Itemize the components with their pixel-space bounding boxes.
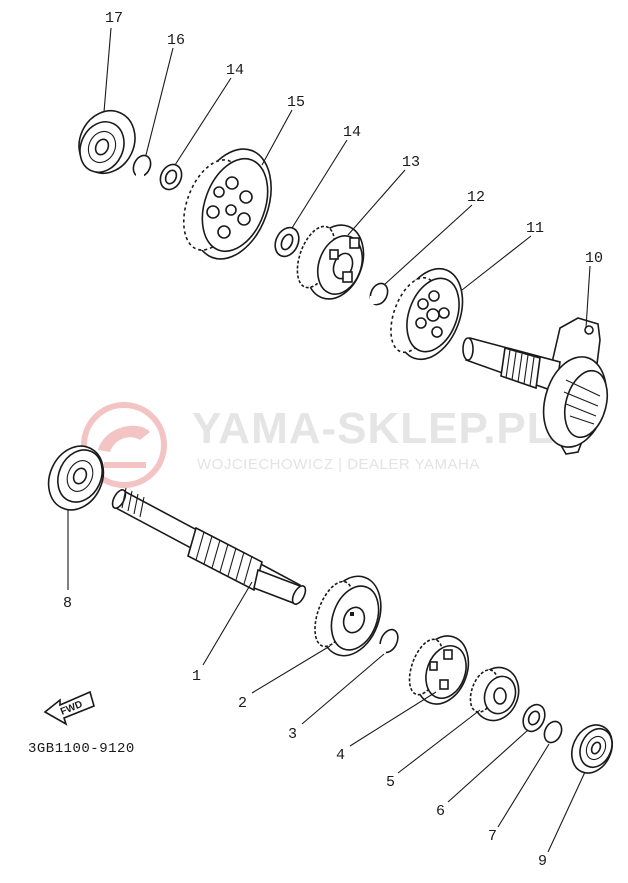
part-15-gear: [182, 148, 272, 260]
callout-8: 8: [63, 595, 72, 612]
leader-lines: [67, 27, 591, 853]
callout-10: 10: [585, 250, 603, 267]
part-11-gear: [390, 267, 464, 361]
callout-1: 1: [192, 668, 201, 685]
watermark-title: YAMA-SKLEP.PL: [192, 404, 555, 453]
callout-11: 11: [526, 220, 544, 237]
callout-12: 12: [467, 189, 485, 206]
part-12-circlip: [369, 282, 389, 306]
watermark: YAMA-SKLEP.PL WOJCIECHOWICZ | DEALER YAM…: [81, 402, 555, 488]
callout-7: 7: [488, 828, 497, 845]
part-4-gear: [408, 635, 470, 705]
callout-17: 17: [105, 10, 123, 27]
callout-15: 15: [287, 94, 305, 111]
callout-16: 16: [167, 32, 185, 49]
part-10-shaft: [462, 317, 609, 455]
part-3-circlip: [379, 628, 399, 654]
part-14-washer-upper: [159, 163, 183, 191]
part-5-gear: [469, 666, 520, 722]
callout-6: 6: [436, 803, 445, 820]
callout-2: 2: [238, 695, 247, 712]
watermark-subtitle: WOJCIECHOWICZ | DEALER YAMAHA: [197, 456, 480, 473]
callouts: 17 16 14 15 14 13 12 11 10 8 1 2 3 4 5 6…: [63, 10, 603, 870]
part-8-bearing: [47, 445, 105, 511]
part-code: 3GB1100-9120: [28, 741, 135, 757]
forward-arrow: FWD: [43, 690, 95, 726]
part-2-gear: [314, 575, 382, 657]
part-13-gear: [296, 224, 365, 300]
callout-5: 5: [386, 774, 395, 791]
part-6-washer: [522, 703, 546, 733]
part-9-bearing: [570, 724, 614, 774]
callout-13: 13: [402, 154, 420, 171]
part-16-circlip: [132, 154, 152, 180]
part-7-circlip: [543, 720, 563, 744]
callout-3: 3: [288, 726, 297, 743]
part-1-main-shaft: [111, 487, 307, 606]
callout-14-upper: 14: [226, 62, 244, 79]
watermark-logo: [81, 402, 167, 488]
callout-14-lower: 14: [343, 124, 361, 141]
callout-4: 4: [336, 747, 345, 764]
part-17-bearing: [78, 110, 136, 174]
part-14-washer-lower: [274, 226, 300, 258]
callout-9: 9: [538, 853, 547, 870]
